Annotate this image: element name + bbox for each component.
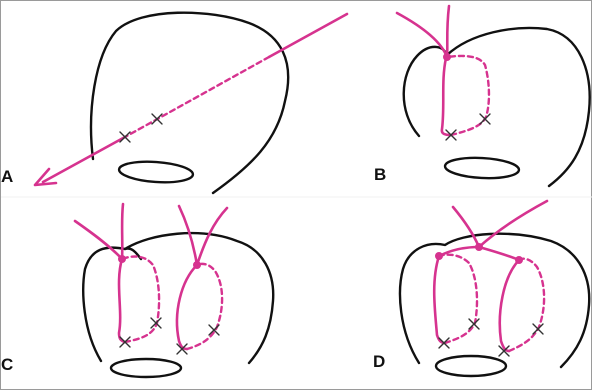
stitch-mark-d2	[469, 319, 479, 329]
panel-label-c: C	[1, 356, 13, 373]
suture-b-dashed	[447, 56, 489, 135]
valve-outline-b-right	[447, 28, 590, 186]
valve-outline-d	[400, 234, 589, 367]
knot-d2	[516, 257, 523, 264]
needle-line-solid-a	[269, 14, 347, 57]
suture-d-tail-2	[479, 201, 547, 247]
stitch-mark-a2	[152, 114, 162, 124]
stitch-mark-d4	[533, 324, 543, 334]
knot-c2	[194, 262, 201, 269]
suture-c1-solid	[119, 259, 125, 342]
suture-d1-solid	[434, 256, 445, 343]
stitch-mark-a1	[120, 132, 130, 142]
needle-line-dashed-a	[125, 57, 269, 137]
needle-line-lower-a	[43, 137, 125, 182]
orifice-d	[436, 356, 506, 376]
orifice-c	[111, 359, 181, 377]
suture-c1-tail-1	[75, 221, 122, 259]
suture-c2-tail-1	[179, 206, 197, 265]
panel-d	[400, 201, 589, 376]
suture-c2-dashed	[187, 264, 222, 349]
knot-d1	[436, 253, 443, 260]
panel-label-b: B	[374, 166, 386, 183]
panel-c	[75, 204, 273, 377]
suture-c2-solid	[177, 265, 197, 349]
knot-b	[444, 54, 451, 61]
knot-d-center	[476, 244, 483, 251]
panel-label-a: A	[1, 168, 13, 185]
suture-d2-dashed	[509, 259, 544, 351]
suture-d-tail-1	[453, 207, 479, 247]
panel-label-d: D	[373, 353, 385, 370]
orifice-a	[118, 159, 193, 184]
suture-d2-solid	[500, 260, 519, 351]
knot-c1	[119, 256, 126, 263]
valve-outline-c	[83, 233, 273, 363]
panel-a	[35, 13, 347, 193]
valve-outline-b-left	[404, 47, 447, 136]
orifice-b	[445, 156, 520, 180]
panel-b	[397, 6, 590, 186]
suture-d1-dashed	[439, 255, 477, 343]
suture-b-tail-2	[447, 6, 449, 57]
stitch-mark-b2	[480, 114, 490, 124]
suture-c1-dashed	[122, 257, 159, 342]
suture-b-solid	[442, 58, 451, 135]
suture-c1-tail-2	[122, 204, 123, 259]
